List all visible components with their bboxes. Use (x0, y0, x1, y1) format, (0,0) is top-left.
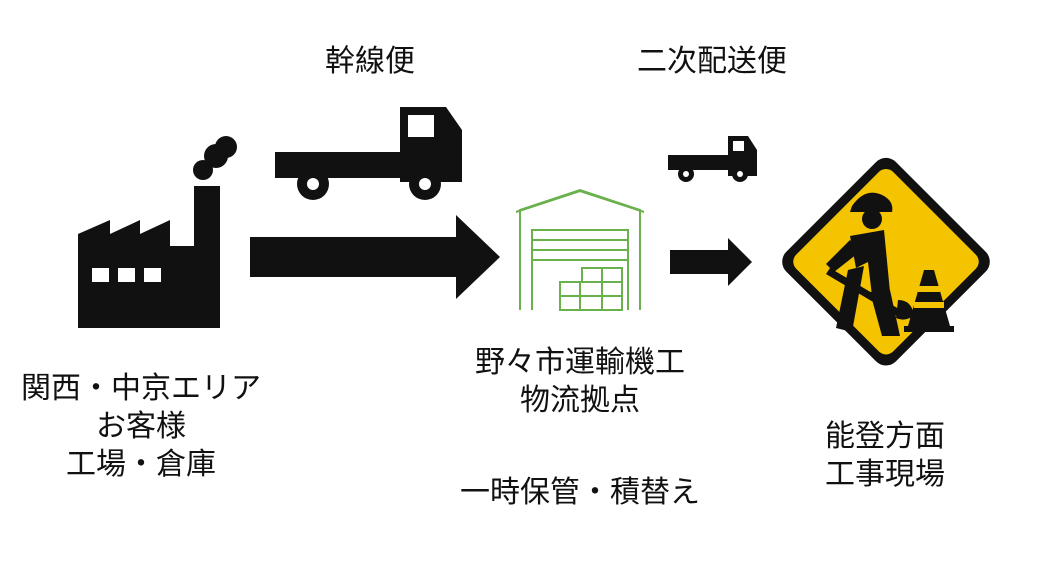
secondary-delivery-label: 二次配送便 (637, 44, 787, 79)
hub-label-line1: 野々市運輸機工 (475, 345, 685, 380)
origin-label-line2: お客様 (96, 409, 186, 444)
truck-icon (668, 136, 757, 182)
arrow-right-icon (250, 215, 500, 299)
destination-label-line1: 能登方面 (825, 419, 945, 454)
hub-label: 野々市運輸機工 物流拠点 (460, 344, 700, 420)
hub-label-line2: 物流拠点 (520, 383, 640, 418)
origin-label: 関西・中京エリア お客様 工場・倉庫 (18, 370, 264, 484)
arrow-right-icon (670, 238, 752, 286)
destination-label-line2: 工事現場 (825, 457, 945, 492)
warehouse-icon (515, 188, 645, 311)
factory-icon (78, 136, 237, 328)
hub-activity-label: 一時保管・積替え (460, 475, 700, 510)
truck-icon (275, 107, 462, 200)
destination-label: 能登方面 工事現場 (800, 418, 970, 494)
origin-label-line1: 関西・中京エリア (21, 371, 261, 406)
construction-sign-icon (782, 157, 990, 366)
trunk-route-label: 幹線便 (325, 44, 415, 79)
origin-label-line3: 工場・倉庫 (66, 447, 216, 482)
